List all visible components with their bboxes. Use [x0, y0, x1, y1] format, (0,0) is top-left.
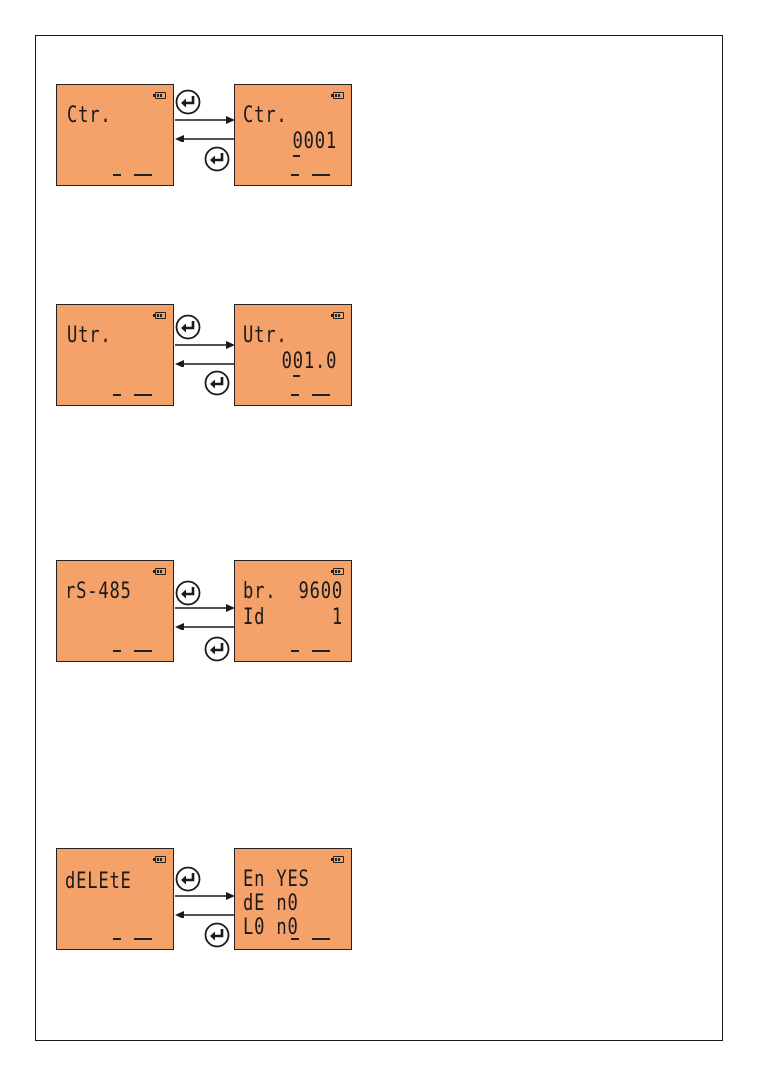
navigation-arrows [173, 888, 237, 918]
navigation-arrows [173, 600, 237, 630]
status-dash [291, 394, 299, 396]
display-line-1: Ctr. [67, 105, 111, 127]
battery-icon [333, 312, 344, 319]
battery-icon [333, 856, 344, 863]
display-utr-edit: Utr. 001.0 [234, 304, 352, 406]
battery-icon [155, 312, 166, 319]
status-dash [291, 938, 299, 940]
display-line-1: br. 9600 [243, 581, 343, 603]
display-delete: dELEtE [56, 848, 174, 950]
status-dash [113, 174, 121, 176]
display-line-2: dE n0 [243, 893, 299, 915]
enter-key-icon [204, 636, 230, 662]
status-dash [134, 650, 152, 652]
display-line-3: L0 n0 [243, 917, 299, 939]
status-dash [312, 174, 330, 176]
enter-key-icon [204, 922, 230, 948]
status-dash [134, 394, 152, 396]
battery-icon [333, 568, 344, 575]
status-dash [312, 650, 330, 652]
display-rs485: rS-485 [56, 560, 174, 662]
edit-cursor [293, 155, 300, 157]
edit-cursor [293, 375, 300, 377]
status-dash [312, 394, 330, 396]
display-value: 001.0 [281, 351, 337, 373]
battery-icon [155, 92, 166, 99]
status-dash [134, 174, 152, 176]
display-line-1: rS-485 [65, 581, 132, 603]
status-dash [113, 394, 121, 396]
display-line-1: dELEtE [65, 871, 132, 893]
navigation-arrows [173, 112, 237, 142]
display-ctr: Ctr. [56, 84, 174, 186]
display-line-1: En YES [243, 869, 310, 891]
enter-key-icon [204, 146, 230, 172]
status-dash [134, 938, 152, 940]
status-dash [291, 174, 299, 176]
enter-key-icon [204, 370, 230, 396]
display-line-1: Ctr. [243, 105, 287, 127]
status-dash [312, 938, 330, 940]
display-delete-options: En YES dE n0 L0 n0 [234, 848, 352, 950]
display-line-2: Id 1 [243, 607, 343, 629]
display-ctr-edit: Ctr. 0001 [234, 84, 352, 186]
battery-icon [333, 92, 344, 99]
battery-icon [155, 568, 166, 575]
display-line-1: Utr. [243, 325, 287, 347]
status-dash [291, 650, 299, 652]
status-dash [113, 938, 121, 940]
battery-icon [155, 856, 166, 863]
navigation-arrows [173, 337, 237, 367]
display-line-1: Utr. [67, 325, 111, 347]
display-utr: Utr. [56, 304, 174, 406]
display-value: 0001 [293, 131, 337, 153]
status-dash [113, 650, 121, 652]
display-rs485-settings: br. 9600 Id 1 [234, 560, 352, 662]
